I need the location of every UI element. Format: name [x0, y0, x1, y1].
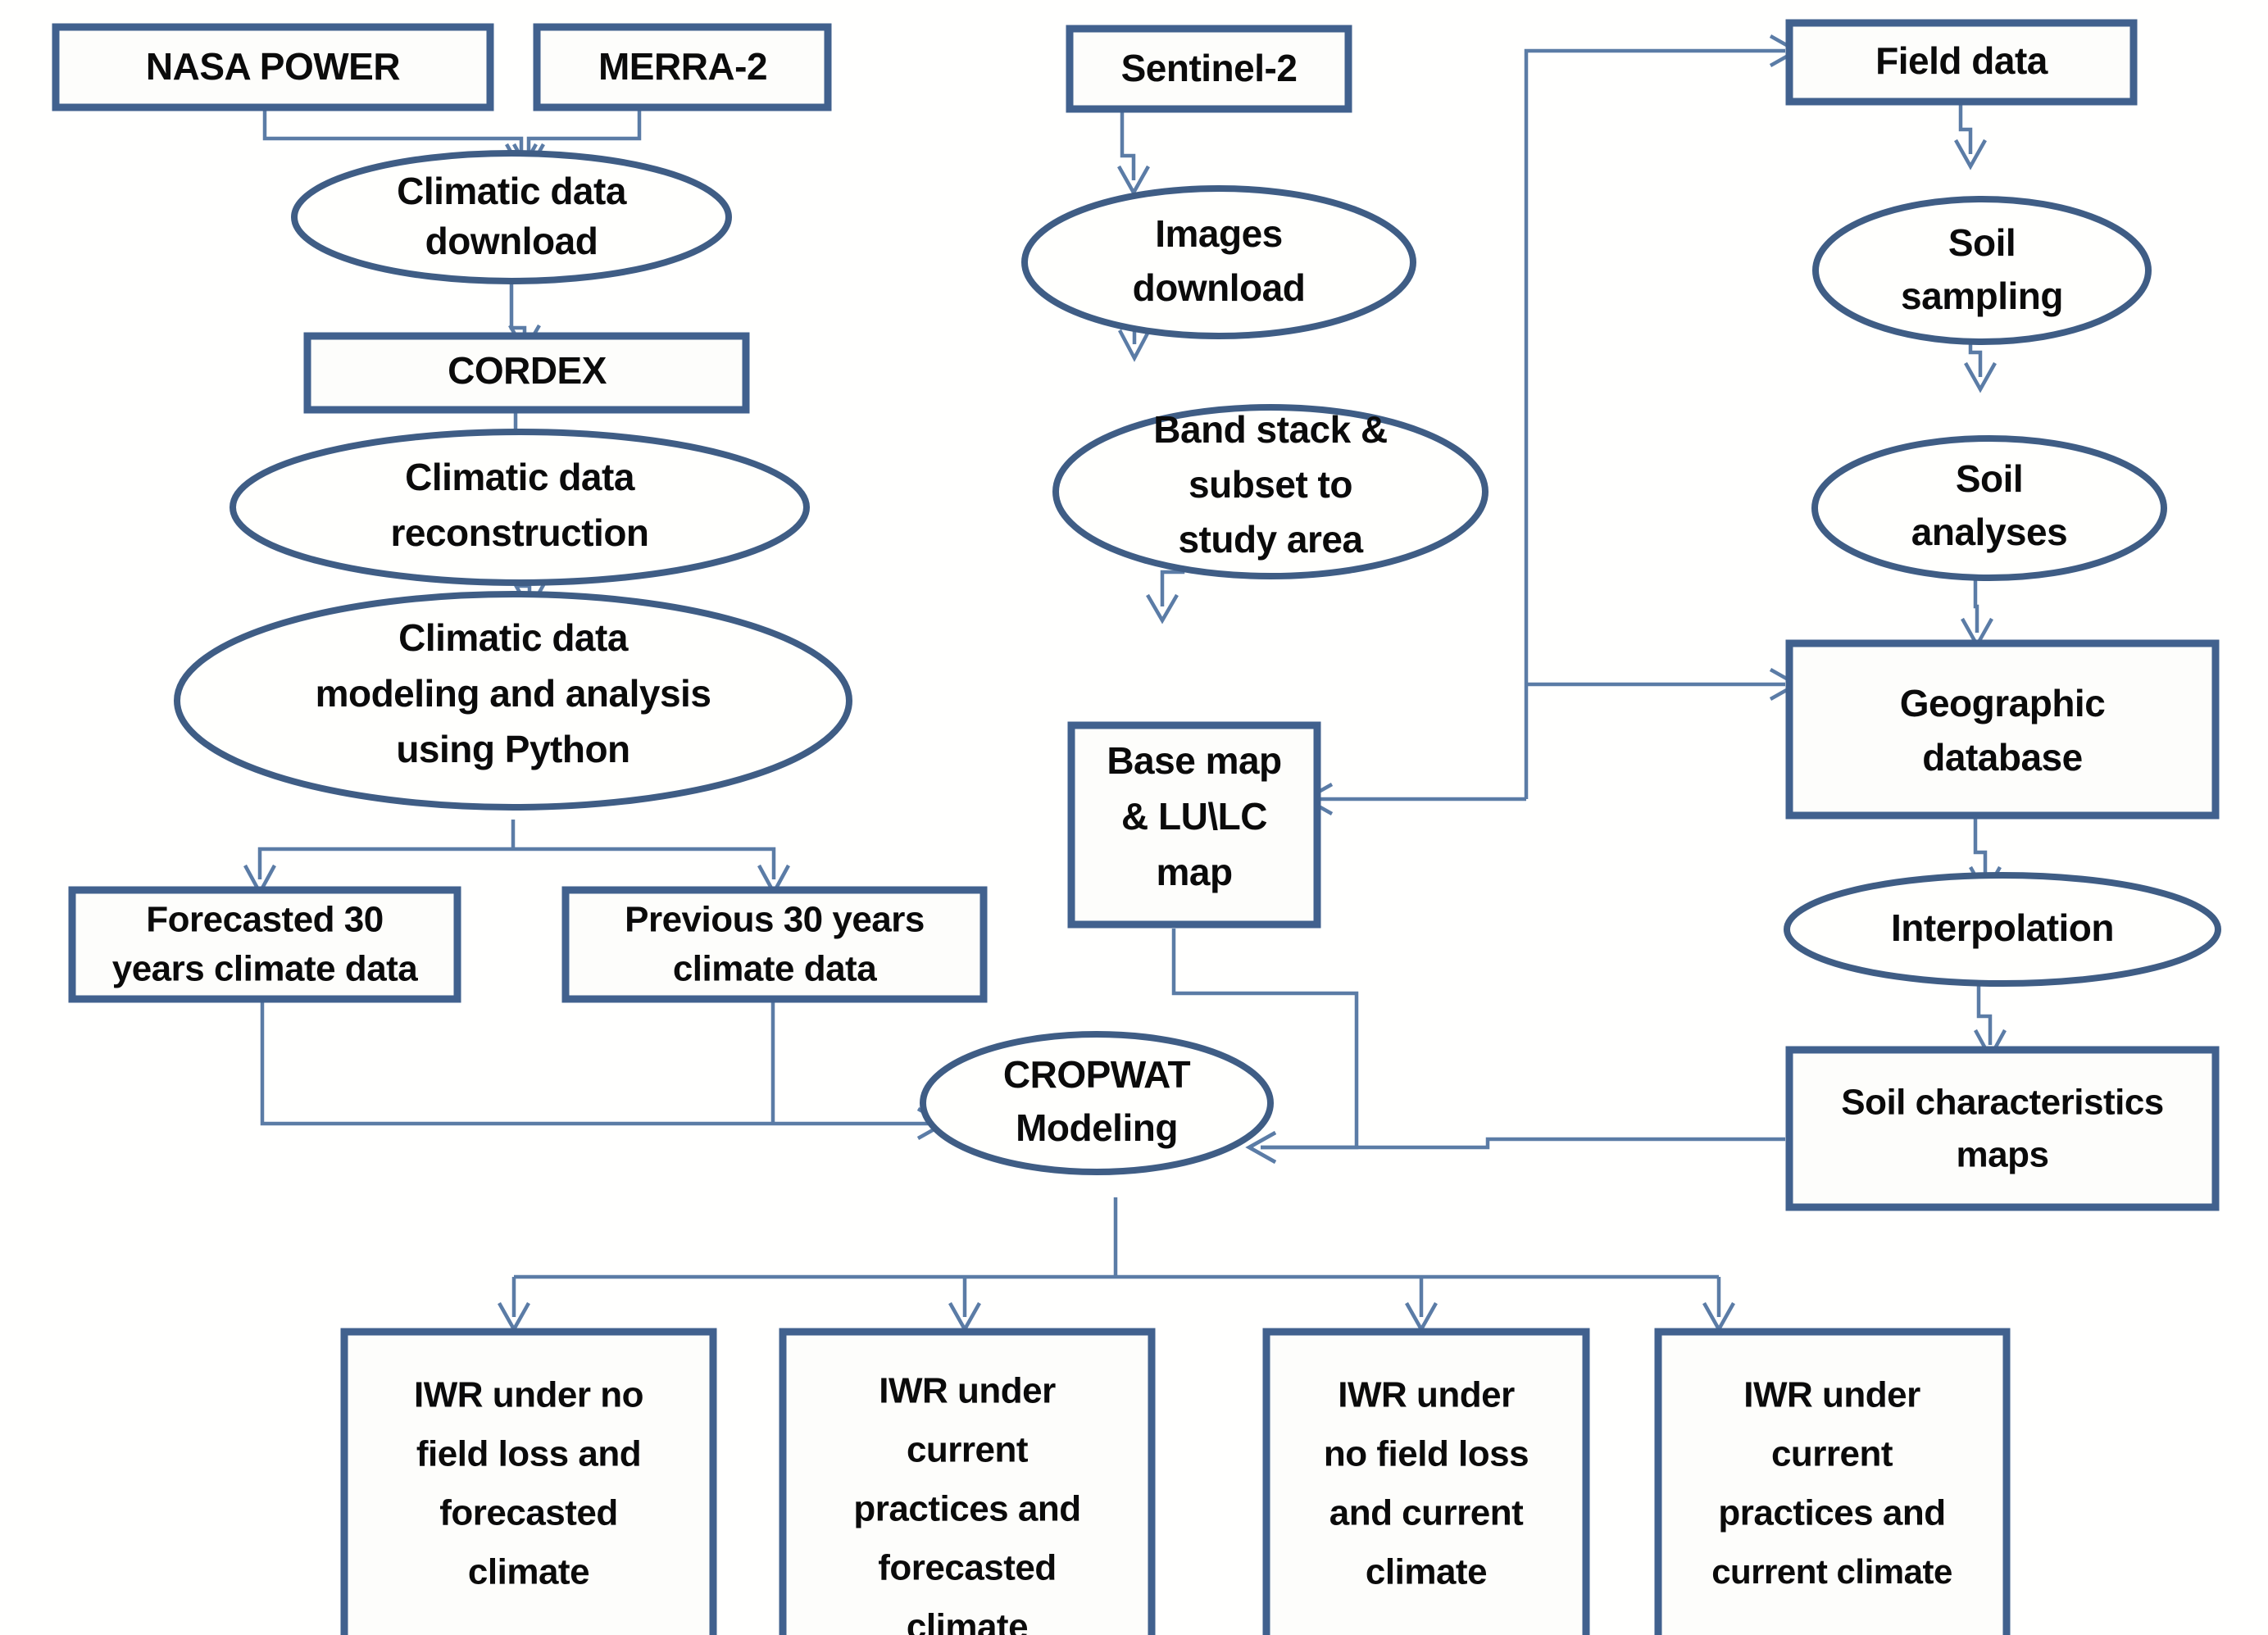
node-label-nasa-power: NASA POWER — [146, 45, 400, 88]
node-images-download[interactable]: Images download — [1021, 185, 1416, 339]
node-label-geographic-database-2: database — [1922, 736, 2082, 779]
node-iwr-current-practices-current[interactable]: IWR under current practices and current … — [1654, 1328, 2011, 1635]
node-label-iwr3-1: IWR under — [1338, 1375, 1515, 1415]
edge-merra2-to-climatic-data-download — [526, 107, 642, 159]
node-climatic-data-reconstruction[interactable]: Climatic data reconstruction — [230, 429, 810, 586]
edge-nasa-power-to-climatic-data-download — [262, 107, 524, 159]
node-label-forecasted-30-years-1: Forecasted 30 — [146, 900, 383, 940]
node-label-geographic-database-1: Geographic — [1900, 682, 2106, 724]
edge-interpolation-to-soil-characteristics-maps — [1976, 983, 1993, 1045]
node-iwr-current-practices-forecasted[interactable]: IWR under current practices and forecast… — [779, 1328, 1156, 1635]
node-label-base-map-1: Base map — [1107, 739, 1281, 782]
node-sentinel-2[interactable]: Sentinel-2 — [1066, 25, 1352, 113]
node-base-map-lulc[interactable]: Base map & LU\LC map — [1067, 721, 1321, 929]
edge-cropwat-bottom-split — [511, 1197, 1721, 1317]
node-label-soil-characteristics-1: Soil characteristics — [1841, 1083, 2164, 1123]
edge-climatic-data-modeling-split — [257, 820, 776, 879]
node-merra-2[interactable]: MERRA-2 — [533, 23, 832, 111]
edge-soil-characteristics-maps-to-cropwat — [1261, 1137, 1785, 1150]
arrowhead-base-map — [1146, 593, 1179, 624]
node-label-climatic-data-reconstruction-2: reconstruction — [390, 511, 648, 554]
node-soil-analyses[interactable]: Soil analyses — [1811, 435, 2167, 581]
arrowhead-soil-analyses — [1964, 361, 1997, 393]
node-label-sentinel-2: Sentinel-2 — [1121, 47, 1298, 89]
node-soil-sampling[interactable]: Soil sampling — [1812, 196, 2152, 345]
node-iwr-no-field-loss-current[interactable]: IWR under no field loss and current clim… — [1262, 1328, 1590, 1635]
node-label-iwr2-3: practices and — [853, 1489, 1080, 1529]
arrowhead-images-download — [1117, 165, 1150, 197]
node-label-iwr4-4: current climate — [1711, 1552, 1952, 1591]
node-label-iwr3-3: and current — [1329, 1493, 1524, 1533]
node-label-iwr3-4: climate — [1366, 1552, 1487, 1592]
node-label-climatic-data-download-2: download — [425, 220, 598, 262]
node-iwr-no-field-loss-forecasted[interactable]: IWR under no field loss and forecasted c… — [340, 1328, 717, 1635]
node-interpolation[interactable]: Interpolation — [1784, 872, 2221, 987]
node-label-forecasted-30-years-2: years climate data — [112, 949, 419, 989]
node-label-iwr1-1: IWR under no — [414, 1375, 643, 1415]
node-geographic-database[interactable]: Geographic database — [1785, 639, 2220, 820]
edge-sentinel2-to-images-download — [1120, 111, 1136, 180]
node-forecasted-30-years[interactable]: Forecasted 30 years climate data — [68, 886, 461, 1003]
node-label-soil-analyses-2: analyses — [1911, 511, 2067, 553]
node-label-base-map-2: & LU\LC — [1121, 795, 1267, 838]
node-label-cropwat-2: Modeling — [1016, 1106, 1178, 1149]
node-label-iwr4-1: IWR under — [1743, 1375, 1920, 1415]
node-label-climatic-data-modeling-1: Climatic data — [398, 616, 629, 659]
node-label-previous-30-years-1: Previous 30 years — [625, 900, 925, 940]
node-label-cropwat-1: CROPWAT — [1003, 1053, 1191, 1096]
node-soil-characteristics-maps[interactable]: Soil characteristics maps — [1785, 1046, 2220, 1211]
edge-geographic-database-to-interpolation — [1973, 815, 1988, 881]
node-label-band-stack-1: Band stack & — [1153, 408, 1387, 451]
node-label-soil-sampling-2: sampling — [1901, 275, 2063, 317]
node-label-iwr2-5: climate — [907, 1607, 1028, 1635]
node-label-iwr2-1: IWR under — [879, 1371, 1056, 1411]
node-label-iwr1-3: forecasted — [439, 1493, 618, 1533]
node-label-previous-30-years-2: climate data — [673, 949, 877, 989]
node-label-iwr4-2: current — [1771, 1434, 1893, 1474]
node-climatic-data-modeling[interactable]: Climatic data modeling and analysis usin… — [174, 591, 852, 811]
node-climatic-data-download[interactable]: Climatic data download — [291, 150, 732, 284]
node-label-soil-sampling-1: Soil — [1948, 221, 2016, 264]
node-previous-30-years[interactable]: Previous 30 years climate data — [561, 886, 988, 1003]
node-label-band-stack-2: subset to — [1189, 463, 1352, 506]
node-label-iwr4-3: practices and — [1718, 1493, 1945, 1533]
node-label-climatic-data-modeling-3: using Python — [396, 728, 629, 770]
node-label-iwr1-4: climate — [468, 1552, 589, 1592]
node-label-iwr3-2: no field loss — [1324, 1434, 1529, 1474]
arrowhead-cropwat-right-b — [1245, 1131, 1277, 1164]
arrowhead-band-stack — [1118, 329, 1151, 362]
node-field-data[interactable]: Field data — [1785, 19, 2138, 106]
node-band-stack-subset[interactable]: Band stack & subset to study area — [1052, 404, 1489, 579]
node-label-field-data: Field data — [1875, 39, 2048, 82]
edge-base-map-to-cropwat — [1171, 929, 1359, 1150]
edge-base-map-to-field-data — [1524, 48, 1785, 799]
node-label-merra-2: MERRA-2 — [598, 45, 767, 88]
node-label-soil-characteristics-2: maps — [1957, 1135, 2049, 1175]
node-label-iwr2-4: forecasted — [878, 1548, 1057, 1588]
node-label-images-download-2: download — [1133, 266, 1306, 309]
node-label-iwr1-2: field loss and — [416, 1434, 641, 1474]
node-cropwat-modeling[interactable]: CROPWAT Modeling — [920, 1031, 1274, 1175]
node-label-soil-analyses-1: Soil — [1956, 457, 2023, 500]
node-label-interpolation: Interpolation — [1891, 906, 2114, 949]
node-cordex[interactable]: CORDEX — [303, 332, 750, 414]
node-label-cordex: CORDEX — [448, 349, 607, 392]
edge-forecasted-30-years-to-cropwat — [260, 999, 934, 1126]
node-label-climatic-data-modeling-2: modeling and analysis — [316, 672, 711, 715]
node-nasa-power[interactable]: NASA POWER — [52, 23, 494, 111]
node-label-climatic-data-download-1: Climatic data — [397, 170, 627, 212]
node-label-band-stack-3: study area — [1178, 518, 1363, 561]
node-label-images-download-1: Images — [1155, 212, 1283, 255]
arrowhead-soil-sampling — [1954, 139, 1987, 170]
node-label-iwr2-2: current — [907, 1430, 1029, 1470]
node-label-base-map-3: map — [1156, 851, 1232, 893]
node-label-climatic-data-reconstruction-1: Climatic data — [405, 456, 635, 498]
